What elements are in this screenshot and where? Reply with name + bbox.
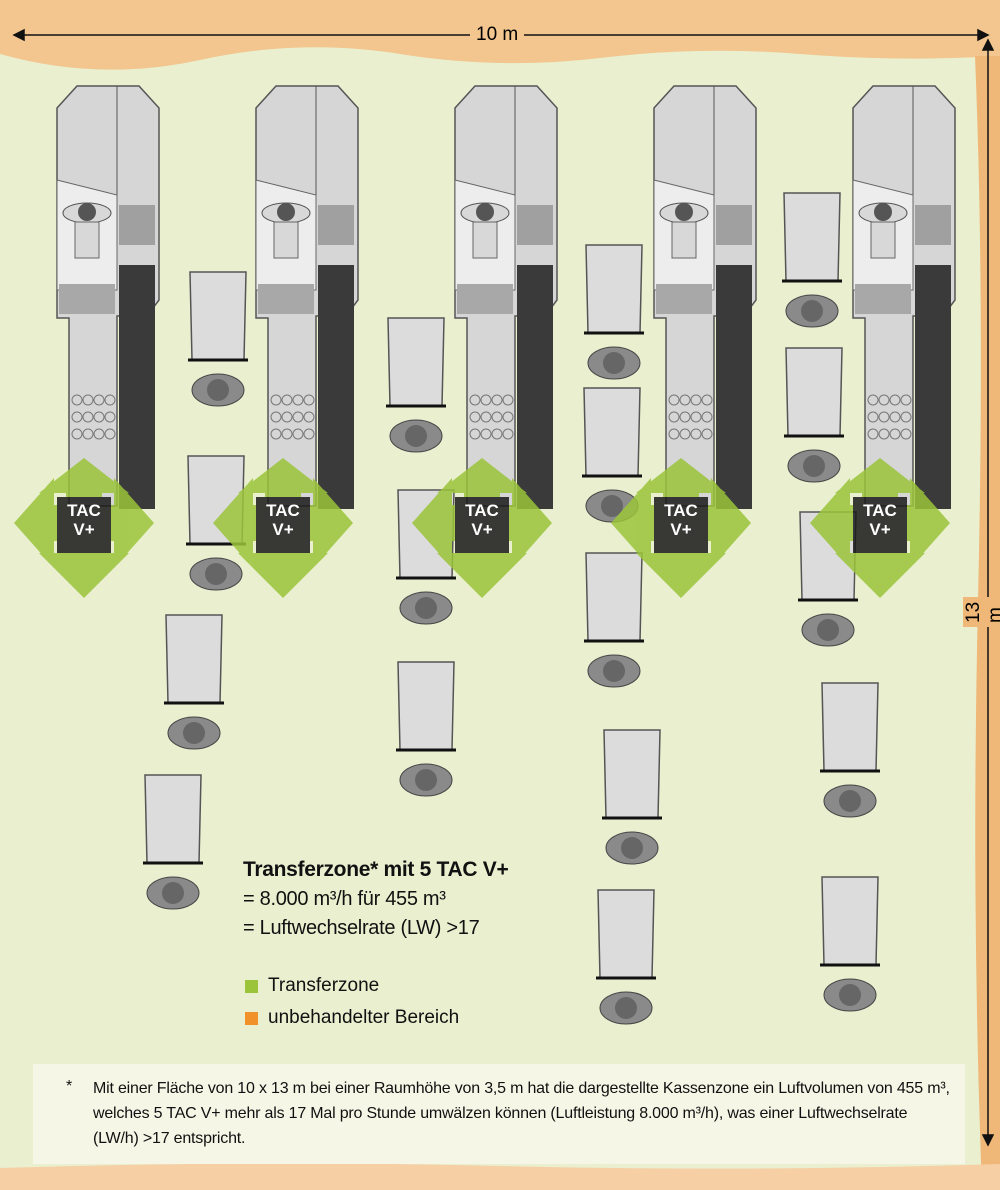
cashier <box>460 202 510 259</box>
cashier <box>261 202 311 259</box>
customer <box>787 449 841 483</box>
customer <box>191 373 245 407</box>
cashier <box>659 202 709 259</box>
height-dimension-line <box>981 38 995 1147</box>
tac-line2: V+ <box>73 520 95 539</box>
tac-line1: TAC <box>863 501 897 520</box>
shopping-cart <box>584 552 644 643</box>
shopping-cart <box>188 271 248 362</box>
legend-label: unbehandelter Bereich <box>268 1007 460 1028</box>
checkout-counter <box>255 85 359 509</box>
customer <box>587 654 641 688</box>
airflow-arrows <box>14 458 154 598</box>
customer <box>823 978 877 1012</box>
airflow-arrows <box>213 458 353 598</box>
checkout-counter <box>653 85 757 509</box>
shopping-cart <box>164 614 224 705</box>
cashier <box>62 202 112 259</box>
customer <box>399 591 453 625</box>
customer <box>146 876 200 910</box>
checkout-counter <box>56 85 160 509</box>
shopping-cart <box>396 661 456 752</box>
cashier <box>858 202 908 259</box>
shopping-cart <box>820 682 880 773</box>
customer <box>605 831 659 865</box>
customer <box>399 763 453 797</box>
conveyor-belt <box>716 265 752 509</box>
tac-line2: V+ <box>471 520 493 539</box>
legend-swatch-orange <box>245 1011 258 1025</box>
customer <box>599 991 653 1025</box>
legend-label: Transferzone <box>268 975 380 996</box>
shopping-cart <box>582 387 642 478</box>
shopping-cart <box>602 729 662 820</box>
customer <box>389 419 443 453</box>
customer <box>167 716 221 750</box>
tac-unit <box>455 497 509 553</box>
tac-line2: V+ <box>670 520 692 539</box>
tac-unit <box>57 497 111 553</box>
tac-line1: TAC <box>465 501 499 520</box>
customer <box>587 346 641 380</box>
customer <box>189 557 243 591</box>
legend-item-transferzone: Transferzone <box>245 975 379 997</box>
customer <box>785 294 839 328</box>
tac-line1: TAC <box>664 501 698 520</box>
shopping-cart <box>784 347 844 438</box>
tac-line1: TAC <box>266 501 300 520</box>
airflow-arrows <box>611 458 751 598</box>
shopping-cart <box>143 774 203 865</box>
checkout-counter <box>454 85 558 509</box>
width-label: 10 m <box>470 24 525 46</box>
height-label: 13 m <box>963 597 1000 627</box>
customer <box>823 784 877 818</box>
airflow-arrows <box>810 458 950 598</box>
tac-unit <box>256 497 310 553</box>
footnote-text: Mit einer Fläche von 10 x 13 m bei einer… <box>93 1080 950 1147</box>
airflow-arrows <box>412 458 552 598</box>
info-title: Transferzone* mit 5 TAC V+ <box>243 858 509 881</box>
tac-line2: V+ <box>869 520 891 539</box>
conveyor-belt <box>318 265 354 509</box>
footnote-marker: * <box>66 1078 73 1095</box>
shopping-cart <box>386 317 446 408</box>
legend-item-untreated: unbehandelter Bereich <box>245 1007 459 1029</box>
conveyor-belt <box>915 265 951 509</box>
shopping-cart <box>820 876 880 967</box>
tac-unit <box>853 497 907 553</box>
shopping-cart <box>596 889 656 980</box>
footnote-box: * Mit einer Fläche von 10 x 13 m bei ein… <box>33 1064 965 1164</box>
legend-swatch-green <box>245 979 258 993</box>
shopping-cart <box>584 244 644 335</box>
info-airflow: = 8.000 m³/h für 455 m³ <box>243 888 446 910</box>
info-air-change-rate: = Luftwechselrate (LW) >17 <box>243 917 480 939</box>
tac-line2: V+ <box>272 520 294 539</box>
checkout-counter <box>852 85 956 509</box>
customer <box>801 613 855 647</box>
untreated-area-bottom <box>0 1163 1000 1190</box>
conveyor-belt <box>517 265 553 509</box>
shopping-cart <box>782 192 842 283</box>
tac-unit <box>654 497 708 553</box>
conveyor-belt <box>119 265 155 509</box>
tac-line1: TAC <box>67 501 101 520</box>
